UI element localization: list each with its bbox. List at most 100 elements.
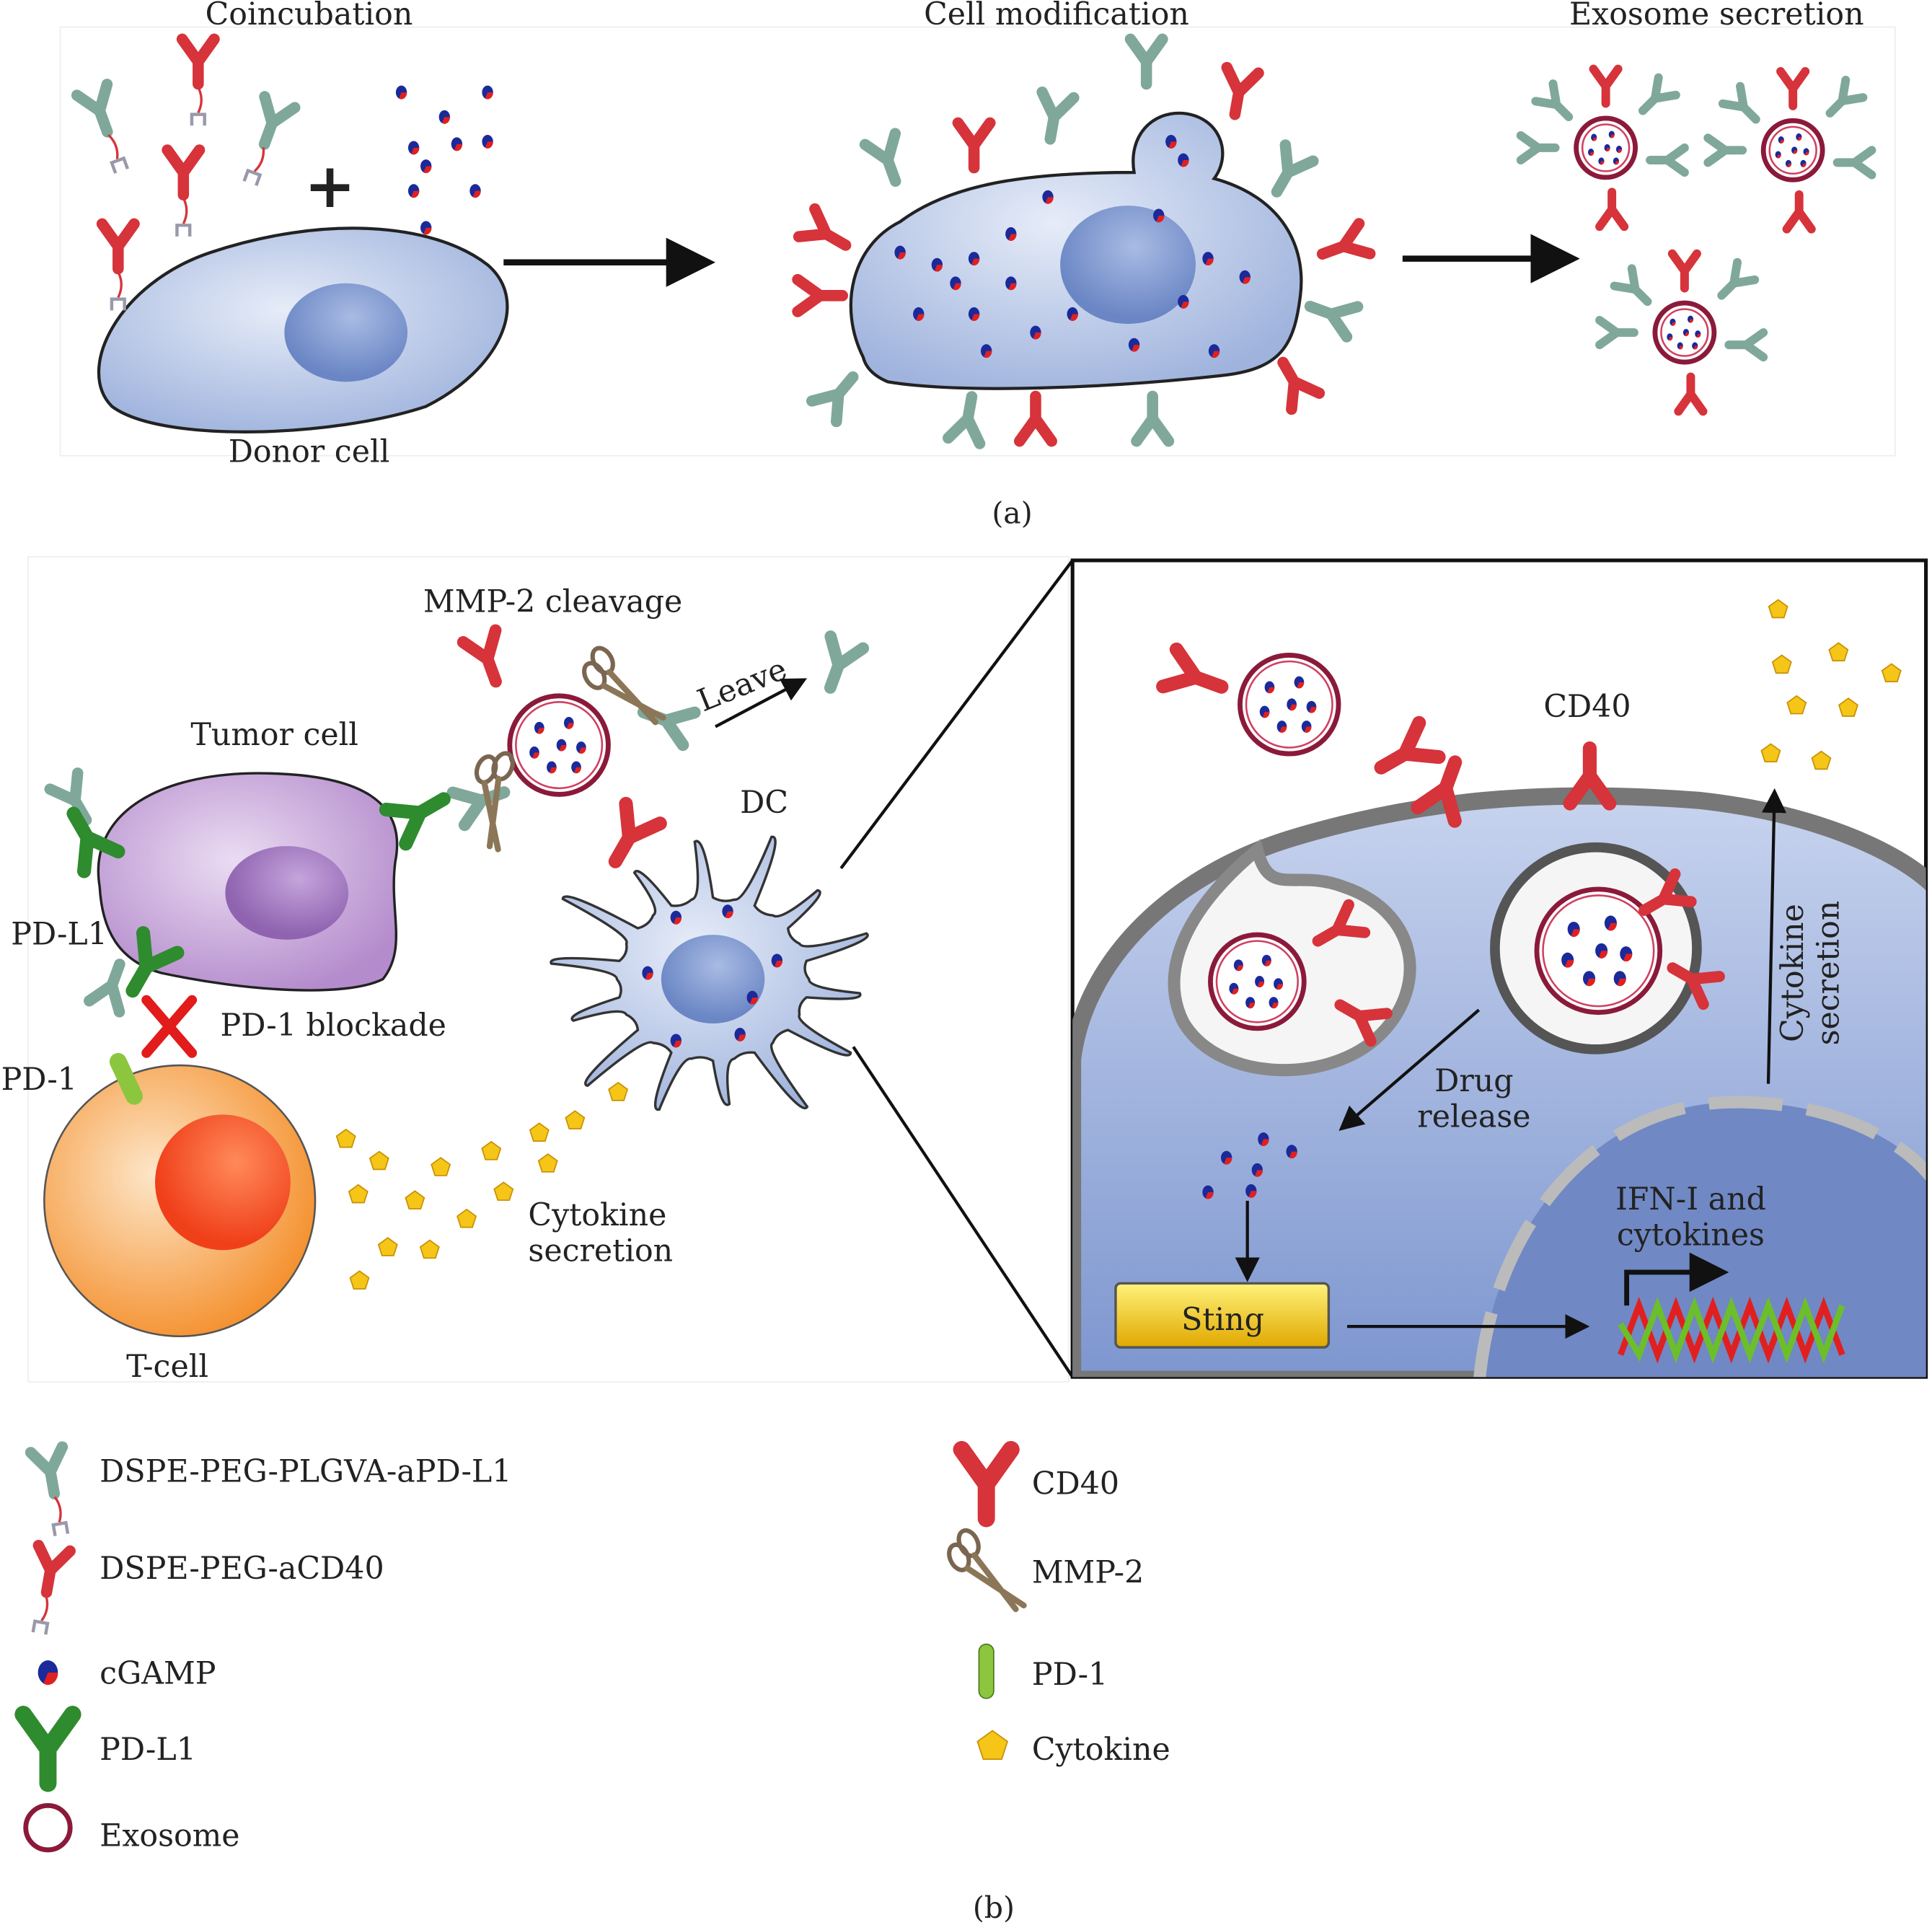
antibody-icon [1674,372,1708,416]
antibody-body [806,371,859,428]
inset-nucleus [1473,1096,1926,1378]
antibody-icon [1703,133,1747,167]
antibody-body [1610,264,1652,307]
cgamp-icon [1669,318,1676,326]
exosome-inner-membrane [1542,894,1655,1008]
cgamp-red [1801,163,1807,167]
legend-label: cGAMP [100,1655,216,1691]
cgamp-icon [913,307,925,321]
cgamp-red [1623,953,1633,962]
cgamp-icon [1803,148,1809,156]
cgamp-red [454,144,463,151]
scissors-handle [956,1528,981,1559]
legend-label: PD-1 [1032,1657,1108,1693]
cgamp-red [1248,1003,1256,1009]
cgamp-icon [931,257,943,272]
cgamp-red [1793,150,1798,154]
label-ifn-line2: cytokines [1617,1217,1765,1253]
antibody-icon [1131,390,1175,447]
cgamp-icon [1245,997,1256,1009]
cgamp-red [673,1040,682,1048]
dspe-anchor [51,1520,70,1536]
cgamp-red [1309,707,1317,713]
cgamp-icon [482,134,493,149]
label-ifn-line1: IFN-I and [1615,1181,1766,1217]
cgamp-red [1787,163,1792,167]
cgamp-red [1262,712,1270,718]
cytokine-icon [1771,654,1792,674]
antibody-body [859,128,901,187]
legend-label: MMP-2 [1032,1554,1144,1590]
cgamp-red [1267,687,1275,694]
antibody-body [1531,79,1574,122]
exosome-icon [1534,886,1663,1016]
dspe-anchor [242,168,263,186]
cgamp-icon [1264,681,1275,694]
antibody-icon [1638,868,1697,916]
peg-linker [53,1496,62,1523]
cgamp-icon [670,910,682,925]
antibody-icon [1589,64,1623,108]
antibody-body [84,959,125,1018]
antibody-icon [1782,190,1816,234]
tumor-cell-nucleus [225,846,349,940]
cgamp-red [1008,234,1017,241]
cgamp-icon [1233,959,1243,972]
cgamp-red [1212,351,1220,358]
cgamp-red [971,258,980,266]
cgamp-red [1696,334,1701,338]
cgamp-red [441,117,451,124]
cgamp-icon [469,184,481,198]
panel-b: Tumor cell T-cell PD-L1 PD-1 blockade PD… [1,555,1928,1385]
antibody-icon [84,959,125,1018]
dspe-anchor [190,113,206,126]
antibody-body [1589,64,1623,108]
label-tumor-cell: Tumor cell [190,717,358,753]
cgamp-icon [1030,325,1041,340]
antibody-body [1411,755,1463,828]
panel-b-frame [27,555,1069,1383]
antibody-body [943,391,986,449]
antibody-body [1595,188,1629,232]
cytokine-icon [1828,642,1849,661]
cgamp-red [1069,314,1078,321]
antibody-body [1563,741,1617,811]
cytokine-icon [1811,750,1832,770]
cytokine-icon [405,1190,425,1210]
antibody-icon [1832,146,1876,180]
cytokine-icon [335,1128,356,1148]
cgamp-red [1008,283,1017,291]
label-donor-cell: Donor cell [229,433,390,470]
cgamp-icon [1005,227,1017,241]
cgamp-icon [1202,252,1214,266]
cgamp-icon [563,717,574,729]
cgamp-icon [734,1028,746,1041]
antibody-icon [162,144,206,237]
antibody-body [1718,82,1760,124]
dna-strand [1618,1296,1845,1364]
legend-label: CD40 [1032,1466,1119,1502]
cytokine-icon [565,1110,586,1129]
antibody-icon [1724,328,1768,362]
cgamp-red [1685,332,1690,337]
antibody-icon [1563,741,1617,811]
cgamp-icon [547,761,557,774]
cgamp-icon [1153,208,1165,223]
cgamp-red [1592,137,1597,141]
antibody-body [379,792,451,851]
cgamp-icon [1604,915,1617,931]
cgamp-icon [1245,1184,1257,1198]
label-t-cell: T-cell [126,1349,208,1385]
cgamp-icon [1692,342,1698,350]
cgamp-red [673,917,682,925]
cgamp-red [971,314,980,321]
legend-label: DSPE-PEG-PLGVA-aPD-L1 [100,1453,511,1489]
cgamp-red [1564,960,1574,968]
label-pd-1: PD-1 [1,1062,77,1098]
antibody-icon [943,391,986,449]
cgamp-icon [38,1660,58,1686]
zoom-line-bottom [852,1046,1074,1378]
arrow-cytokine-up [1761,788,1787,1084]
antibody-icon [1638,73,1680,115]
antibody-body [608,796,667,868]
